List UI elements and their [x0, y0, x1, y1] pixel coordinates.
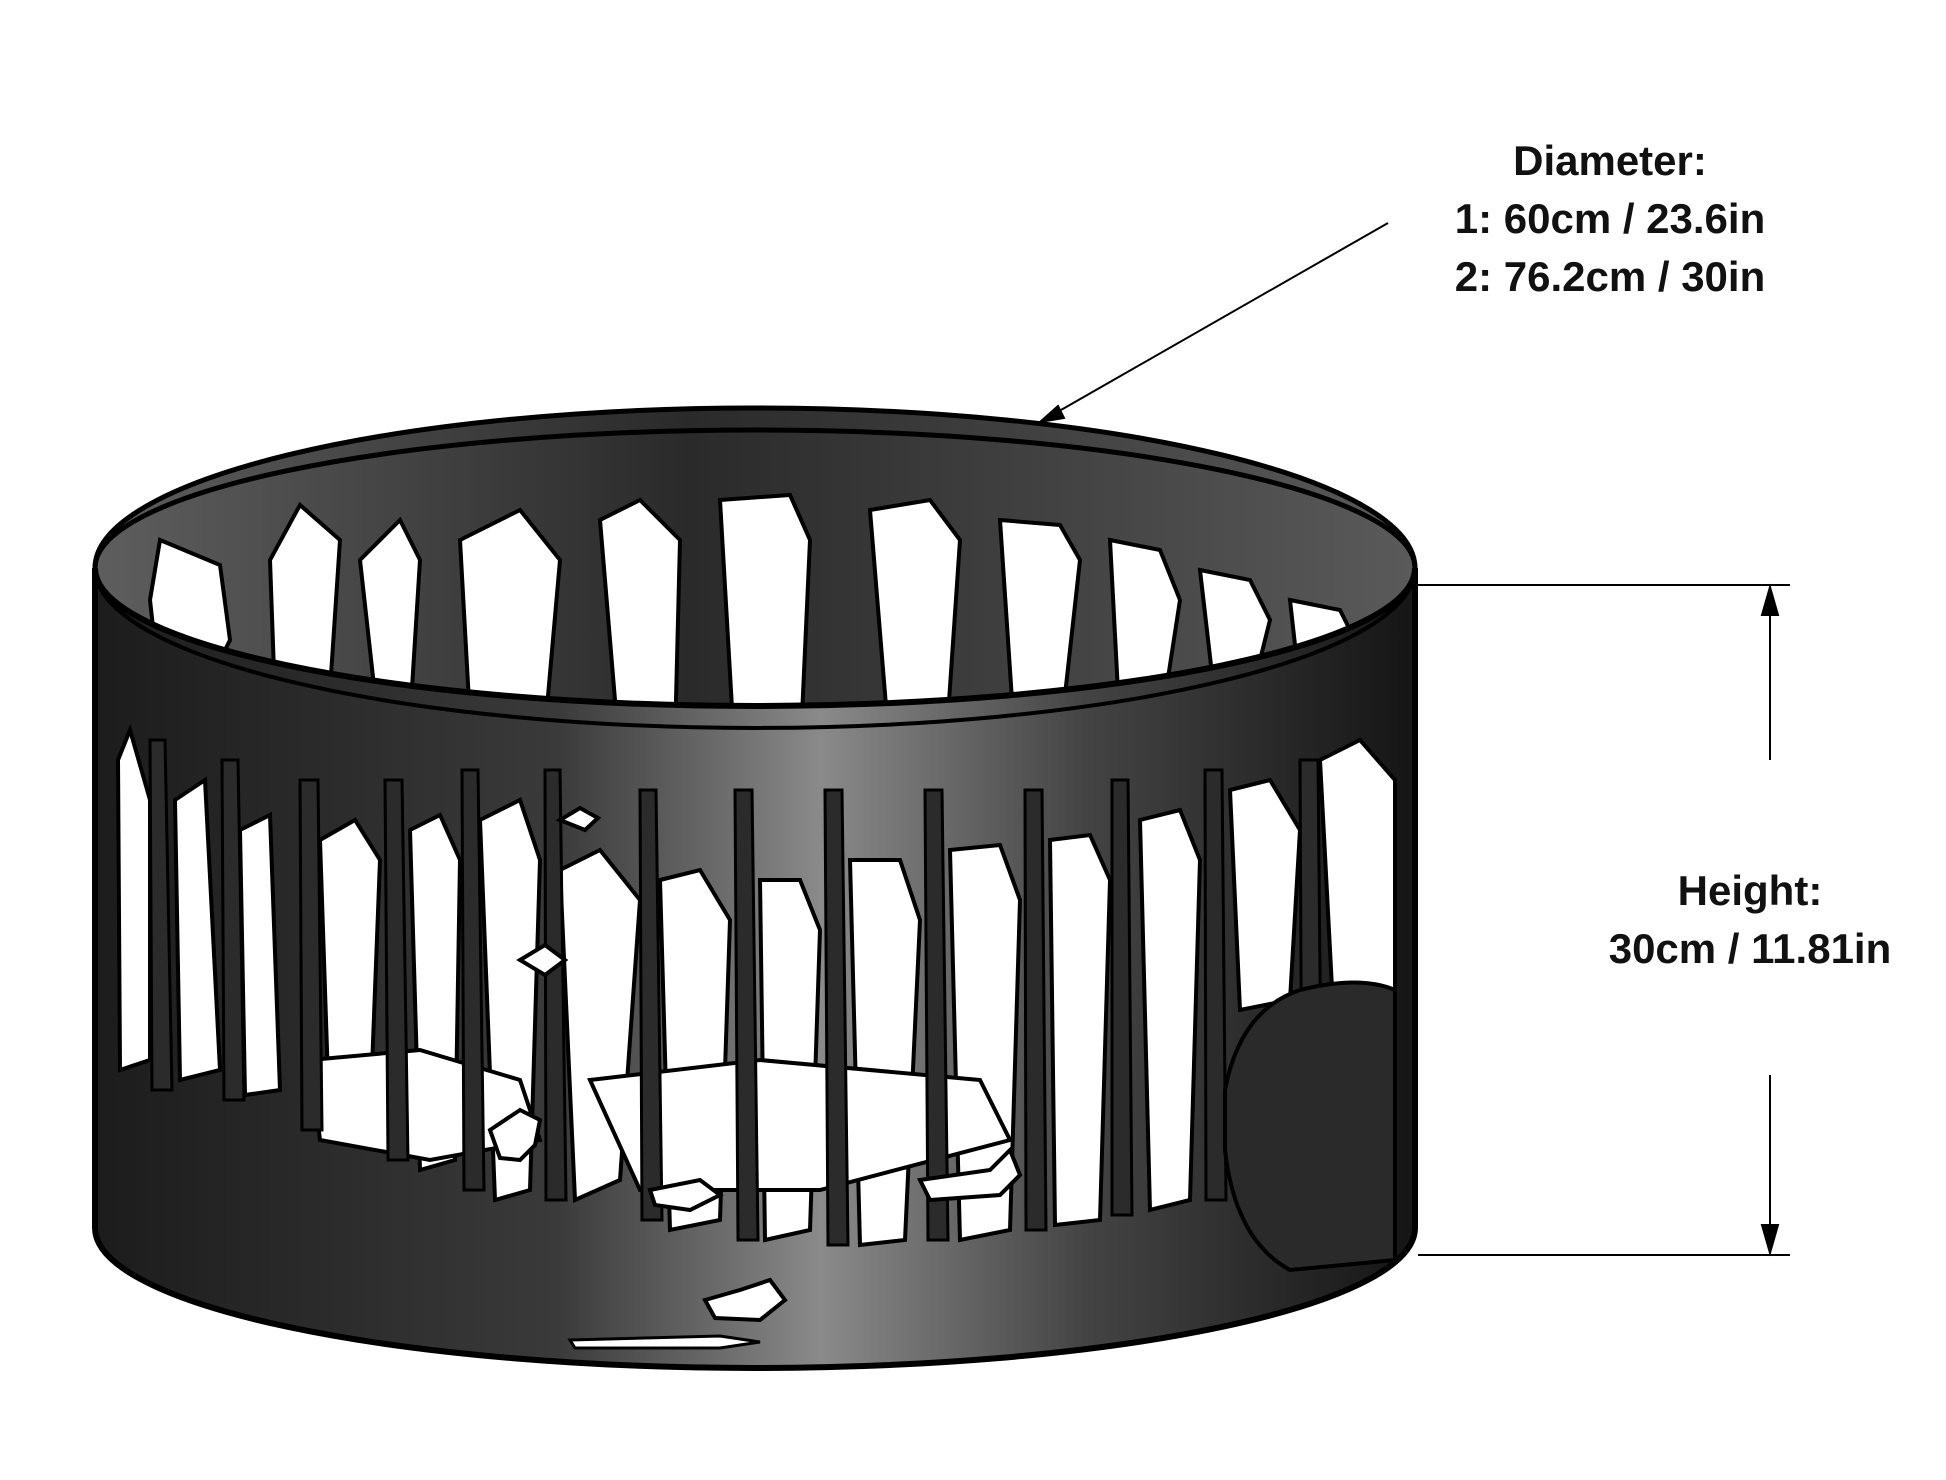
deer-silhouette [487, 1107, 543, 1163]
height-label: Height: 30cm / 11.81in [1560, 862, 1940, 978]
diameter-option-1: 1: 60cm / 23.6in [1454, 195, 1766, 242]
ring-outer-wall [92, 427, 1418, 1371]
arrow-down-icon [1760, 1224, 1780, 1257]
height-value: 30cm / 11.81in [1608, 925, 1892, 972]
rabbit-silhouette [702, 1277, 788, 1323]
ground-grass [567, 1334, 761, 1350]
bear-silhouette [1223, 980, 1397, 1273]
diameter-title: Diameter: [1513, 137, 1707, 184]
bird-silhouette [555, 805, 602, 833]
diameter-label: Diameter: 1: 60cm / 23.6in 2: 76.2cm / 3… [1380, 132, 1840, 306]
diameter-leader-line [1036, 222, 1389, 424]
fox-silhouette [916, 1146, 1023, 1203]
height-dimension-lines [1418, 583, 1790, 1257]
diameter-option-2: 2: 76.2cm / 30in [1454, 253, 1766, 300]
fox-silhouette [647, 1177, 724, 1213]
arrow-up-icon [1760, 583, 1780, 616]
bird-silhouette [516, 942, 569, 978]
height-title: Height: [1677, 867, 1823, 914]
